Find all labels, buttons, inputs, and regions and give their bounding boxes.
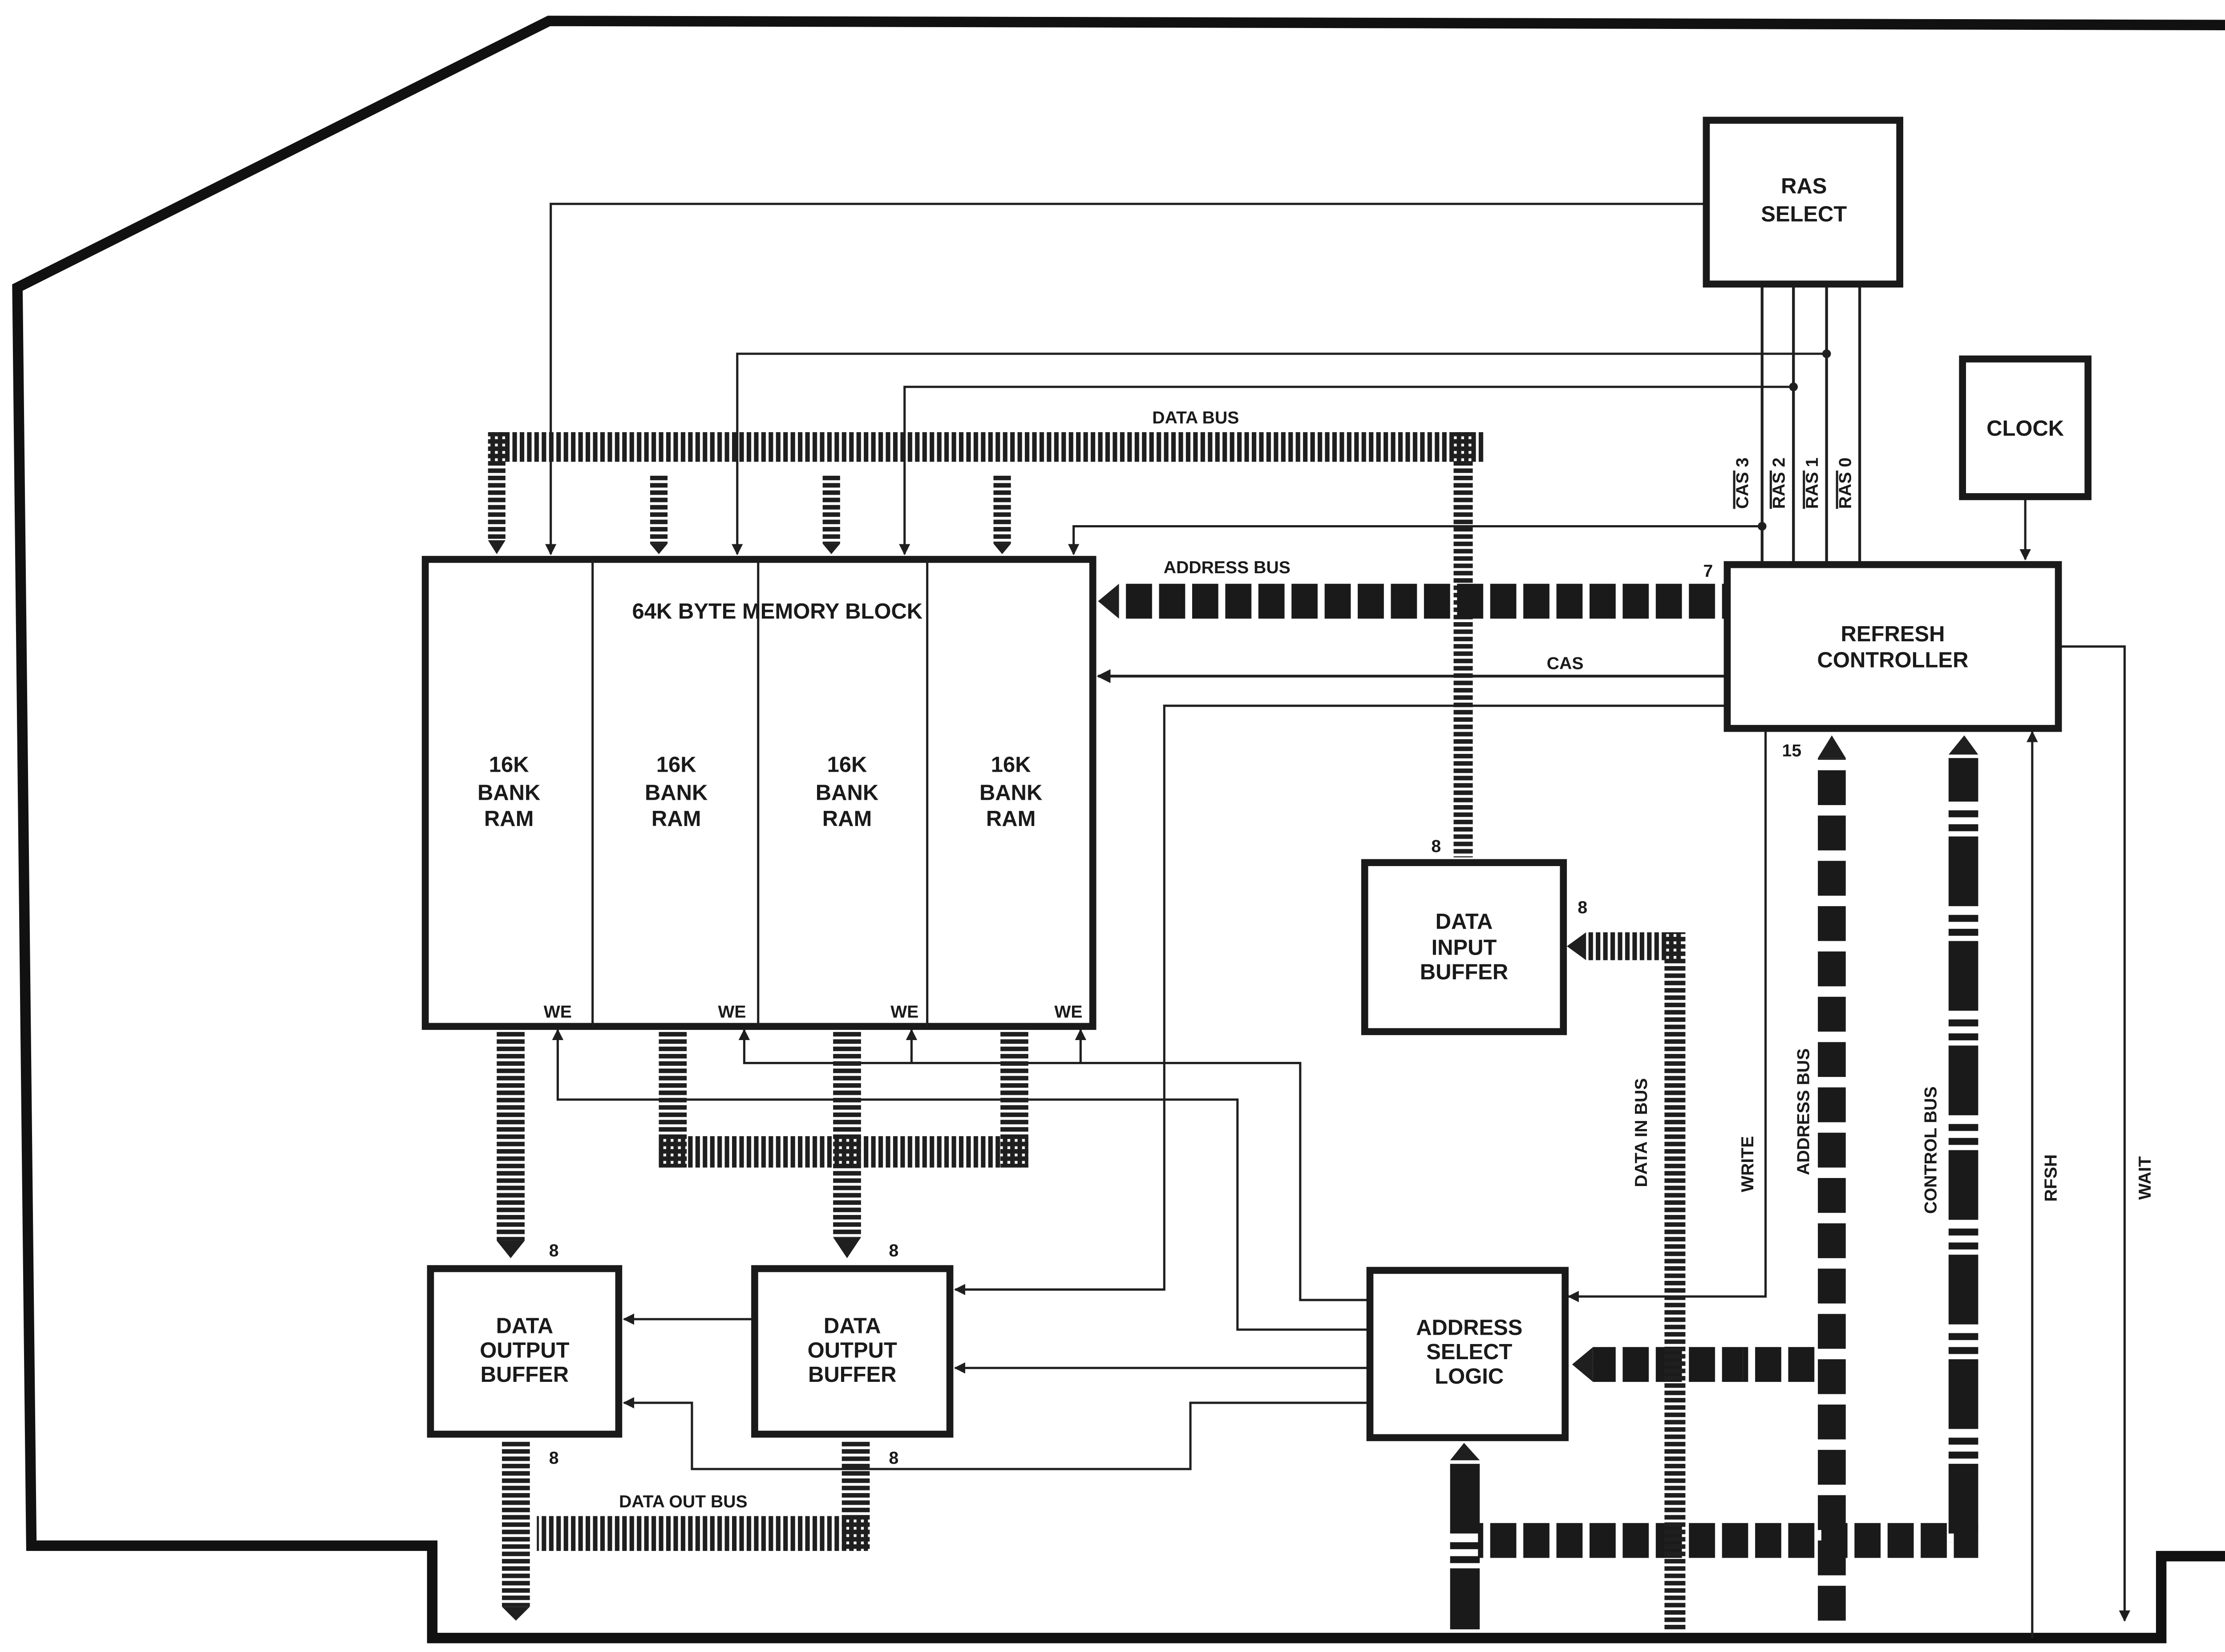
ras0-label: RAS 0 xyxy=(1836,458,1855,509)
clock-label: CLOCK xyxy=(1986,417,2064,441)
address-bus-top-label: ADDRESS BUS xyxy=(1164,558,1290,577)
data-output-buffer-1-label-2: OUTPUT xyxy=(480,1338,569,1362)
we-label: WE xyxy=(544,1003,572,1022)
memory-block: 64K BYTE MEMORY BLOCK 16K BANK RAM WE 16… xyxy=(421,556,1096,1030)
control-bus: CONTROL BUS xyxy=(1450,735,1978,1630)
control-bus-label: CONTROL BUS xyxy=(1921,1086,1940,1214)
we-label: WE xyxy=(1054,1003,1082,1022)
data-input-width-right: 8 xyxy=(1578,898,1587,917)
data-bus: DATA BUS xyxy=(488,408,1485,858)
bank-label: RAM xyxy=(484,807,534,831)
data-output-buffer-2-label-3: BUFFER xyxy=(808,1363,896,1387)
bank-label: BANK xyxy=(816,781,878,805)
address-bus-top-width: 7 xyxy=(1703,562,1713,581)
address-bus-top: ADDRESS BUS 7 xyxy=(1098,558,1726,619)
data-output-buffer-2-block: DATA OUTPUT BUFFER xyxy=(751,1265,954,1438)
ras-select-label-1: RAS xyxy=(1781,174,1827,198)
memory-block-title: 64K BYTE MEMORY BLOCK xyxy=(632,599,922,624)
address-bus-vertical-label: ADDRESS BUS xyxy=(1794,1049,1813,1175)
we-label: WE xyxy=(718,1003,746,1022)
address-bus-vertical: ADDRESS BUS 15 xyxy=(1572,735,1846,1630)
bank-label: RAM xyxy=(651,807,701,831)
wait-label: WAIT xyxy=(2136,1156,2155,1200)
data-input-buffer-label-2: INPUT xyxy=(1432,936,1497,960)
address-select-logic-label-3: LOGIC xyxy=(1435,1365,1504,1389)
data-out-bus-label: DATA OUT BUS xyxy=(619,1492,748,1511)
we-label: WE xyxy=(890,1003,918,1022)
data-output-buffer-1-label-3: BUFFER xyxy=(481,1363,569,1387)
data-in-bus-label: DATA IN BUS xyxy=(1632,1078,1651,1187)
ras-select-block: RAS SELECT xyxy=(1703,117,1903,288)
cas-label: CAS xyxy=(1547,654,1584,673)
ras-cas-line-labels: CAS 3 RAS 2 RAS 1 RAS 0 xyxy=(1733,458,1855,509)
refresh-controller-label-1: REFRESH xyxy=(1841,622,1945,646)
data-input-buffer-block: DATA INPUT BUFFER xyxy=(1361,859,1567,1035)
data-input-buffer-label-1: DATA xyxy=(1436,910,1493,934)
data-input-width-top: 8 xyxy=(1431,837,1441,856)
bank-label: BANK xyxy=(645,781,708,805)
bank-label: 16K xyxy=(827,753,867,777)
bank-3: 16K BANK RAM WE xyxy=(979,753,1082,1022)
output-buffer-2-in-width: 8 xyxy=(889,1241,899,1260)
data-out-bus: DATA OUT BUS 8 8 xyxy=(502,1441,899,1621)
memory-output-buses: 8 8 xyxy=(497,1032,1028,1260)
rfsh-label: RFSH xyxy=(2042,1154,2061,1202)
address-bus-vertical-width: 15 xyxy=(1782,741,1802,760)
ras2-label: RAS 2 xyxy=(1770,458,1789,509)
cas3-label: CAS 3 xyxy=(1733,458,1752,509)
bank-label: RAM xyxy=(822,807,872,831)
board-outline xyxy=(12,16,2225,1644)
bank-2: 16K BANK RAM WE xyxy=(816,753,918,1022)
output-buffer-1-out-width: 8 xyxy=(549,1449,559,1468)
data-output-buffer-2-label-1: DATA xyxy=(824,1314,881,1338)
bank-label: BANK xyxy=(477,781,540,805)
bank-label: 16K xyxy=(656,753,696,777)
refresh-controller-label-2: CONTROLLER xyxy=(1817,648,1969,672)
data-output-buffer-1-label-1: DATA xyxy=(496,1314,554,1338)
data-output-buffer-1-block: DATA OUTPUT BUFFER xyxy=(427,1265,623,1438)
bank-label: 16K xyxy=(991,753,1031,777)
data-bus-label: DATA BUS xyxy=(1152,408,1239,427)
refresh-controller-block: REFRESH CONTROLLER xyxy=(1723,561,2062,732)
signal-wires: CAS WRITE RFSH WAIT xyxy=(545,202,2155,1638)
address-select-logic-label-1: ADDRESS xyxy=(1416,1316,1522,1340)
bank-1: 16K BANK RAM WE xyxy=(645,753,746,1022)
address-select-logic-block: ADDRESS SELECT LOGIC xyxy=(1366,1267,1569,1441)
clock-block: CLOCK xyxy=(1959,355,2092,500)
data-output-buffer-2-label-2: OUTPUT xyxy=(808,1338,897,1362)
bank-label: BANK xyxy=(979,781,1042,805)
output-buffer-2-out-width: 8 xyxy=(889,1449,899,1468)
write-label: WRITE xyxy=(1738,1136,1757,1192)
ras-select-label-2: SELECT xyxy=(1761,202,1847,226)
bank-label: 16K xyxy=(489,753,529,777)
output-buffer-1-in-width: 8 xyxy=(549,1241,559,1260)
address-select-logic-label-2: SELECT xyxy=(1426,1340,1512,1364)
data-input-buffer-label-3: BUFFER xyxy=(1420,960,1508,984)
bank-0: 16K BANK RAM WE xyxy=(477,753,572,1022)
bank-label: RAM xyxy=(986,807,1036,831)
data-in-bus: DATA IN BUS 8 xyxy=(1567,898,1686,1630)
ras1-label: RAS 1 xyxy=(1803,458,1822,509)
